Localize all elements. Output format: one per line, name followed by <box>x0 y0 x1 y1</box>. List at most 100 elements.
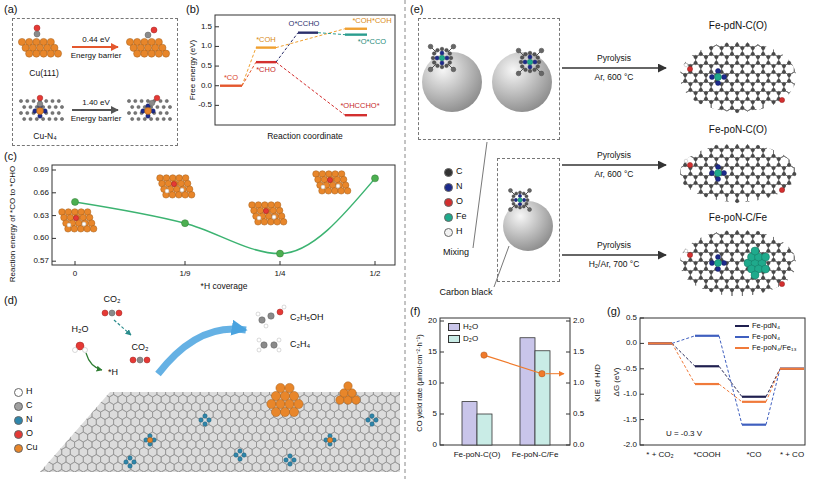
coverage-chart <box>274 219 281 226</box>
panel-letter: (g) <box>607 305 620 317</box>
synthesis-illustration <box>533 68 537 72</box>
catalyst-illustration <box>238 457 242 461</box>
condition-label: H₂/Ar, 700 °C <box>589 260 640 269</box>
legend-label: O <box>456 197 463 207</box>
synthesis-illustration <box>756 91 759 94</box>
synthesis-illustration <box>782 270 785 273</box>
synthesis-illustration <box>519 60 523 64</box>
synthesis-illustration <box>787 267 790 270</box>
synthesis-illustration <box>767 55 770 58</box>
synthesis-illustration <box>730 258 733 261</box>
synthesis-illustration <box>767 157 770 160</box>
tick-label: -1.0 <box>623 390 637 399</box>
synthesis-illustration <box>777 157 780 160</box>
catalyst-illustration <box>289 391 298 400</box>
synthesis-illustration <box>772 70 775 73</box>
synthesis-illustration <box>751 154 754 157</box>
synthesis-illustration <box>440 47 444 51</box>
synthesis-illustration <box>725 175 728 178</box>
catalyst-illustration <box>264 324 268 328</box>
legend-line-samples <box>735 326 749 348</box>
synthesis-illustration <box>735 157 738 160</box>
synthesis-illustration <box>720 64 723 67</box>
synthesis-illustration <box>756 193 759 196</box>
synthesis-illustration <box>435 56 439 60</box>
synthesis-illustration <box>779 187 784 192</box>
synthesis-illustration <box>777 55 780 58</box>
tick-label: 1/9 <box>179 270 190 279</box>
tick-label: 1/2 <box>369 270 380 279</box>
atom-swatch <box>14 444 23 453</box>
synthesis-illustration <box>689 172 692 175</box>
synthesis-illustration <box>787 175 790 178</box>
adsorption-sketch <box>48 105 51 108</box>
free-energy-chart <box>298 31 318 33</box>
catalyst-illustration <box>128 456 132 460</box>
adsorption-sketch <box>137 105 140 108</box>
synthesis-illustration <box>761 276 764 279</box>
synthesis-illustration <box>704 157 707 160</box>
bar-chart <box>546 373 564 374</box>
synthesis-illustration <box>767 73 770 76</box>
synthesis-illustration <box>767 97 770 100</box>
atom-swatch <box>444 168 453 177</box>
adsorption-sketch <box>33 50 40 57</box>
molecule-label: CO₂ <box>132 343 149 353</box>
axis-title: KIE of H/D <box>594 364 603 402</box>
adsorption-sketch <box>37 95 43 101</box>
synthesis-illustration <box>440 51 444 55</box>
legend-label: Cu <box>26 443 38 453</box>
synthesis-illustration <box>787 181 790 184</box>
synthesis-illustration <box>772 64 775 67</box>
synthesis-illustration <box>756 175 759 178</box>
synthesis-illustration <box>436 64 440 68</box>
free-energy-chart <box>345 28 367 30</box>
legend-label: C <box>26 401 33 411</box>
bar-chart <box>566 383 570 384</box>
catalyst-illustration <box>86 353 102 370</box>
synthesis-illustration <box>440 61 444 65</box>
category-label: Fe-poN-C/Fe <box>512 451 559 460</box>
tick-label: 0.0 <box>626 339 637 348</box>
synthesis-illustration <box>422 52 482 112</box>
synthesis-illustration <box>761 288 764 291</box>
synthesis-illustration <box>735 231 738 234</box>
legend-line-samples <box>735 347 749 349</box>
synthesis-illustration <box>767 193 770 196</box>
synthesis-illustration <box>777 79 780 82</box>
synthesis-illustration <box>730 252 733 255</box>
synthesis-illustration <box>704 163 707 166</box>
synthesis-illustration <box>725 61 728 64</box>
molecule-label: H₂O <box>72 325 89 335</box>
coverage-chart <box>52 170 56 171</box>
synthesis-illustration <box>772 252 775 255</box>
catalyst-illustration <box>203 414 207 418</box>
species-label: *OHCCHO* <box>340 102 379 110</box>
synthesis-illustration <box>761 100 764 103</box>
synthesis-illustration <box>720 240 723 243</box>
synthesis-illustration <box>528 51 532 55</box>
legend-label: N <box>26 415 33 425</box>
synthesis-illustration <box>512 195 515 198</box>
synthesis-illustration <box>730 82 733 85</box>
bar-chart <box>566 445 570 446</box>
tick-label: 0.5 <box>201 62 212 71</box>
energy-profile-chart <box>648 342 672 344</box>
synthesis-illustration <box>730 46 733 49</box>
synthesis-illustration <box>715 279 718 282</box>
energy-profile-chart <box>640 318 805 445</box>
synthesis-illustration <box>751 166 754 169</box>
synthesis-illustration <box>751 184 754 187</box>
adsorption-sketch <box>19 99 22 102</box>
adsorption-sketch <box>134 99 137 102</box>
adsorption-sketch <box>45 99 48 102</box>
free-energy-chart <box>215 15 395 125</box>
adsorption-sketch <box>32 99 35 102</box>
process-arrow <box>562 164 666 165</box>
synthesis-illustration <box>684 63 688 67</box>
energy-profile-chart <box>640 318 644 319</box>
synthesis-illustration <box>725 79 728 82</box>
catalyst-illustration <box>73 348 78 353</box>
tick-label: 2.0 <box>573 317 584 326</box>
synthesis-illustration <box>761 184 764 187</box>
